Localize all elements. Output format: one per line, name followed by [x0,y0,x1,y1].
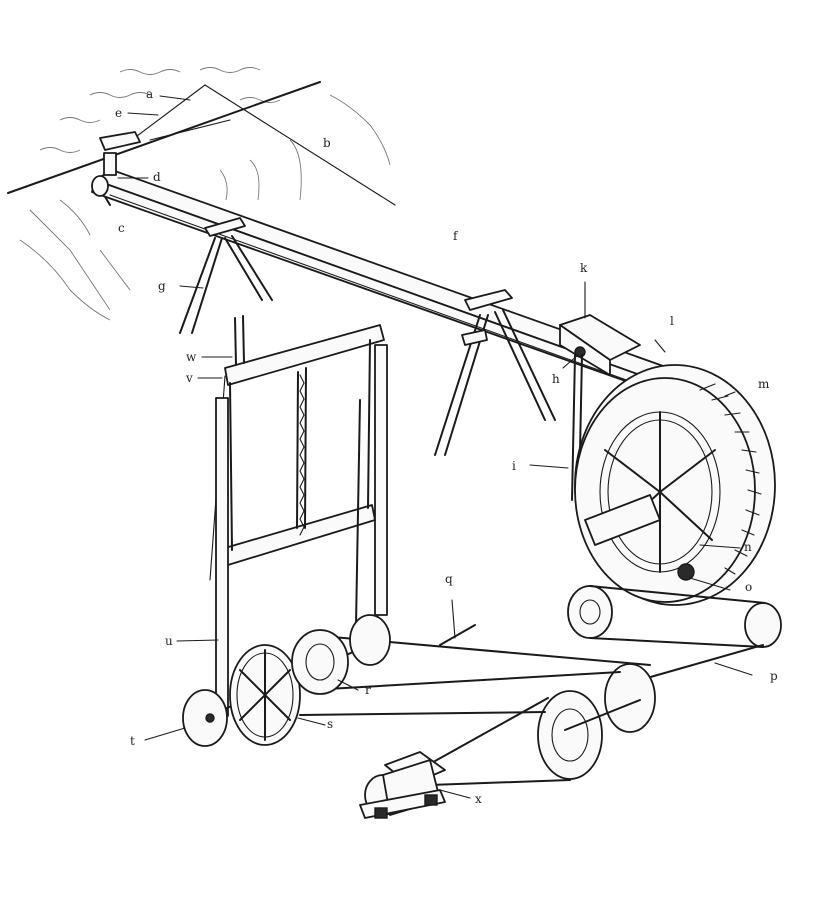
water-wheel [574,364,776,606]
label-o: o [745,580,752,594]
label-m: m [758,377,770,391]
label-p: p [770,669,778,683]
electric-motor [359,751,446,819]
leader-lines [117,95,753,799]
label-n: n [744,540,752,554]
label-t: t [130,734,135,748]
label-v: v [185,371,193,385]
label-d: d [153,170,161,184]
label-e: e [115,106,122,120]
label-b: b [323,136,331,150]
label-q: q [445,572,453,586]
label-x: x [475,792,482,806]
label-g: g [158,279,166,293]
label-r: r [365,683,371,697]
pulley-system [182,585,782,786]
saw-frame [209,315,385,581]
label-l: l [670,314,674,328]
belt-tightener [439,599,476,646]
label-c: c [118,221,125,235]
diagram-labels: a b c d e f g h i k l m n o p q r s t u … [115,87,778,806]
vertical-posts [215,344,388,717]
label-a: a [146,87,153,101]
trestle-left [179,217,273,334]
label-f: f [453,229,459,243]
label-h: h [552,372,560,386]
label-k: k [580,261,588,275]
label-s: s [327,717,333,731]
label-i: i [512,459,516,473]
water-surface [19,67,391,321]
label-u: u [165,634,173,648]
rope-line [7,81,396,206]
label-w: w [186,350,197,364]
trestle-middle [434,289,556,456]
